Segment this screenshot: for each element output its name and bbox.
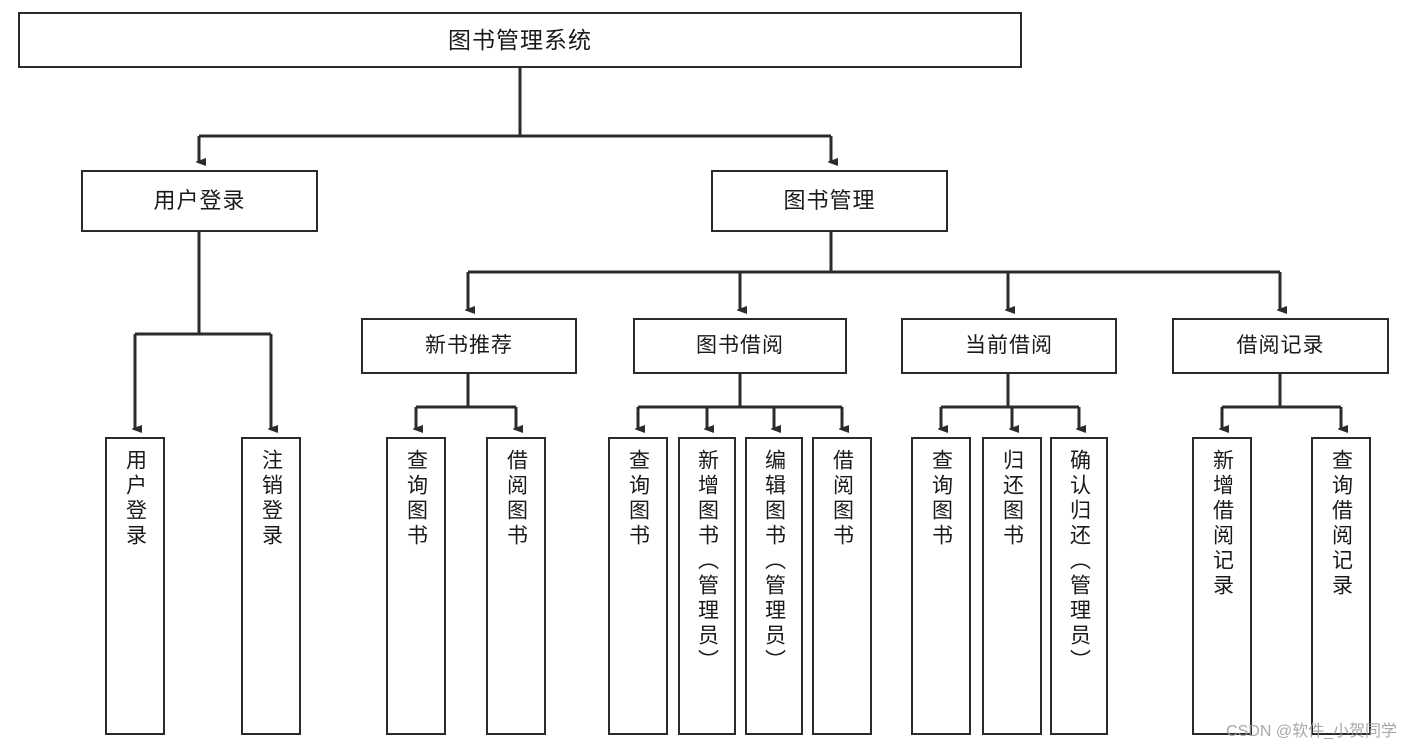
leaf-add-borrow-record-label: 新增借阅记录: [1210, 449, 1234, 599]
node-current-borrow[interactable]: 当前借阅: [901, 318, 1117, 374]
leaf-query-book-current[interactable]: 查询图书: [911, 437, 971, 735]
leaf-query-book-recommend[interactable]: 查询图书: [386, 437, 446, 735]
node-book-management[interactable]: 图书管理: [711, 170, 948, 232]
node-root-label: 图书管理系统: [448, 26, 592, 53]
leaf-borrow-book-label: 借阅图书: [830, 449, 854, 549]
node-borrow-record-label: 借阅记录: [1236, 333, 1325, 357]
leaf-logout[interactable]: 注销登录: [241, 437, 301, 735]
leaf-edit-book-admin-label: 编辑图书（管理员）: [762, 449, 786, 674]
leaf-return-book-label: 归还图书: [1000, 449, 1024, 549]
leaf-user-login[interactable]: 用户登录: [105, 437, 165, 735]
node-user-login[interactable]: 用户登录: [81, 170, 318, 232]
leaf-confirm-return-admin[interactable]: 确认归还（管理员）: [1050, 437, 1108, 735]
node-root[interactable]: 图书管理系统: [18, 12, 1022, 68]
node-current-borrow-label: 当前借阅: [965, 333, 1053, 357]
leaf-add-book-admin-label: 新增图书（管理员）: [695, 449, 719, 674]
leaf-add-borrow-record[interactable]: 新增借阅记录: [1192, 437, 1252, 735]
node-borrow-record[interactable]: 借阅记录: [1172, 318, 1389, 374]
leaf-query-book-borrow[interactable]: 查询图书: [608, 437, 668, 735]
node-book-management-label: 图书管理: [783, 188, 876, 214]
leaf-confirm-return-admin-label: 确认归还（管理员）: [1067, 449, 1091, 674]
leaf-add-book-admin[interactable]: 新增图书（管理员）: [678, 437, 736, 735]
leaf-query-book-recommend-label: 查询图书: [404, 449, 428, 549]
leaf-borrow-book-recommend[interactable]: 借阅图书: [486, 437, 546, 735]
node-book-borrow-label: 图书借阅: [696, 333, 784, 357]
leaf-borrow-book[interactable]: 借阅图书: [812, 437, 872, 735]
leaf-return-book[interactable]: 归还图书: [982, 437, 1042, 735]
leaf-query-borrow-record-label: 查询借阅记录: [1329, 449, 1353, 599]
leaf-user-login-label: 用户登录: [123, 449, 147, 549]
node-new-book-recommend-label: 新书推荐: [425, 333, 513, 357]
watermark: CSDN @软件_小贺同学: [1226, 723, 1397, 740]
leaf-query-book-current-label: 查询图书: [929, 449, 953, 549]
leaf-query-book-borrow-label: 查询图书: [626, 449, 650, 549]
leaf-query-borrow-record[interactable]: 查询借阅记录: [1311, 437, 1371, 735]
node-book-borrow[interactable]: 图书借阅: [633, 318, 847, 374]
leaf-logout-label: 注销登录: [259, 449, 283, 549]
leaf-edit-book-admin[interactable]: 编辑图书（管理员）: [745, 437, 803, 735]
node-new-book-recommend[interactable]: 新书推荐: [361, 318, 577, 374]
node-user-login-label: 用户登录: [153, 188, 246, 214]
leaf-borrow-book-recommend-label: 借阅图书: [504, 449, 528, 549]
